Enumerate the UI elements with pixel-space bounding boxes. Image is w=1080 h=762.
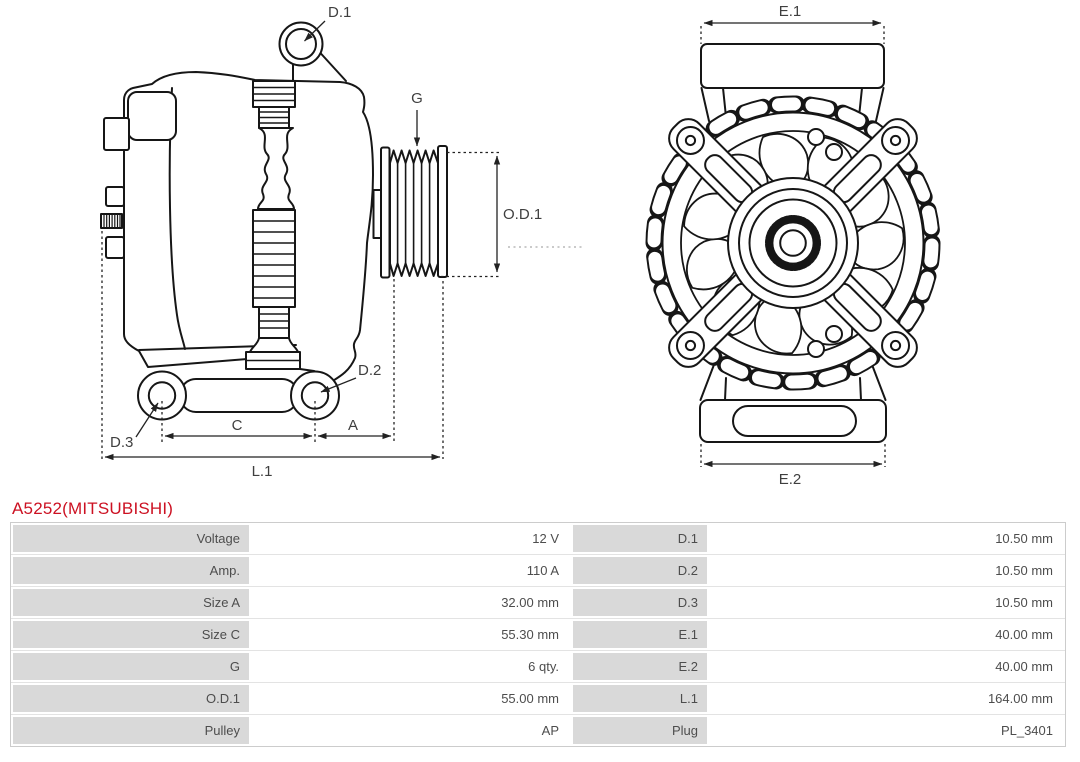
dim-label-od1: O.D.1 xyxy=(503,206,542,223)
dim-label-a: A xyxy=(348,417,358,434)
spec-label-cell: L.1 xyxy=(571,683,709,714)
spec-value-cell: AP xyxy=(541,723,559,738)
dim-label-g: G xyxy=(411,90,423,107)
spec-label-cell: Size A xyxy=(11,587,251,618)
spec-label-cell: D.1 xyxy=(571,523,709,554)
spec-label-cell: E.1 xyxy=(571,619,709,650)
table-row: G 6 qty. E.2 40.00 mm xyxy=(11,650,1065,682)
spec-label-cell: D.3 xyxy=(571,587,709,618)
part-title: A5252(MITSUBISHI) xyxy=(12,499,174,518)
alternator-front-view xyxy=(645,43,941,443)
dim-label-d2: D.2 xyxy=(358,362,381,379)
side-view-dimensions xyxy=(101,20,583,461)
dim-label-d3: D.3 xyxy=(110,434,133,451)
spec-label-cell: E.2 xyxy=(571,651,709,682)
spec-value-cell: 12 V xyxy=(532,531,559,546)
spec-label-cell: G xyxy=(11,651,251,682)
table-row: Pulley AP Plug PL_3401 xyxy=(11,714,1065,746)
front-view-labels: E.1 E.2 xyxy=(779,3,802,488)
table-row: O.D.1 55.00 mm L.1 164.00 mm xyxy=(11,682,1065,714)
spec-value-cell: 10.50 mm xyxy=(995,563,1053,578)
spec-label-cell: Voltage xyxy=(11,523,251,554)
spec-value-cell: 55.30 mm xyxy=(501,627,559,642)
dim-label-c: C xyxy=(232,417,243,434)
spec-label-cell: Pulley xyxy=(11,715,251,746)
dim-label-l1: L.1 xyxy=(252,463,273,480)
alternator-side-view xyxy=(100,21,448,421)
spec-value-cell: 32.00 mm xyxy=(501,595,559,610)
technical-drawing: D.1 G O.D.1 D.2 D.3 C A L.1 xyxy=(100,3,941,488)
spec-value-cell: 10.50 mm xyxy=(995,595,1053,610)
table-row: Voltage 12 V D.1 10.50 mm xyxy=(11,523,1065,554)
spec-label-cell: Amp. xyxy=(11,555,251,586)
spec-table: Voltage 12 V D.1 10.50 mm Amp. 110 A D.2… xyxy=(10,522,1066,747)
spec-label-cell: Size C xyxy=(11,619,251,650)
spec-value-cell: 40.00 mm xyxy=(995,627,1053,642)
spec-value-cell: 110 A xyxy=(526,563,559,578)
spec-value-cell: 40.00 mm xyxy=(995,659,1053,674)
spec-value-cell: 55.00 mm xyxy=(501,691,559,706)
spec-value-cell: 6 qty. xyxy=(528,659,559,674)
table-row: Size A 32.00 mm D.3 10.50 mm xyxy=(11,586,1065,618)
spec-label-cell: Plug xyxy=(571,715,709,746)
dim-label-e1: E.1 xyxy=(779,3,802,20)
spec-label-cell: O.D.1 xyxy=(11,683,251,714)
dim-label-d1: D.1 xyxy=(328,4,351,21)
spec-value-cell: PL_3401 xyxy=(1000,723,1053,738)
table-row: Amp. 110 A D.2 10.50 mm xyxy=(11,554,1065,586)
dim-label-e2: E.2 xyxy=(779,471,802,488)
spec-value-cell: 10.50 mm xyxy=(995,531,1053,546)
side-view-labels: D.1 G O.D.1 D.2 D.3 C A L.1 xyxy=(110,4,542,480)
table-row: Size C 55.30 mm E.1 40.00 mm xyxy=(11,618,1065,650)
spec-label-cell: D.2 xyxy=(571,555,709,586)
front-view-dimensions xyxy=(700,19,886,468)
spec-value-cell: 164.00 mm xyxy=(987,691,1053,706)
